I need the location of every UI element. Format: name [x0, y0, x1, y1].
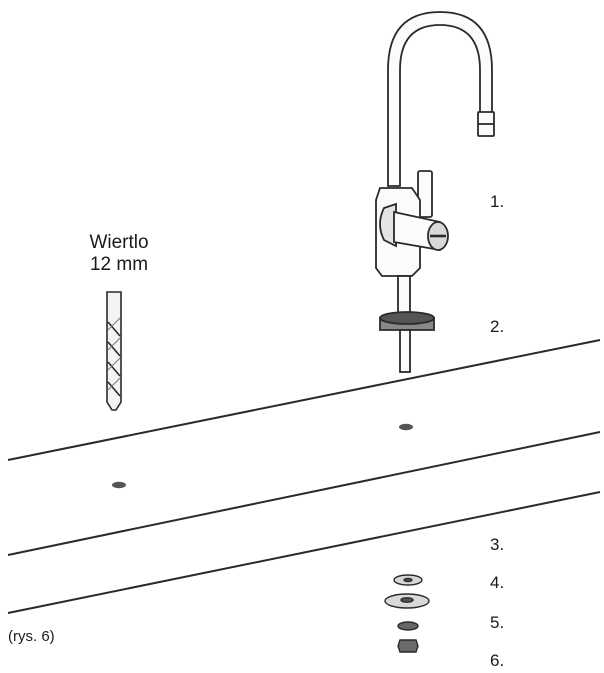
nut-icon — [397, 639, 419, 653]
drill-label-name: Wiertlo — [89, 232, 149, 253]
part-number-1: 1. — [490, 192, 505, 211]
countertop-front-edge — [7, 431, 601, 556]
part-number-5: 5. — [490, 613, 505, 632]
countertop-hole-left — [112, 481, 126, 489]
drill-label-size: 12 mm — [89, 254, 149, 275]
mounting-hardware — [384, 574, 430, 653]
countertop-hole-right — [399, 423, 413, 431]
part-number-6: 6. — [490, 651, 505, 670]
part-number-4: 4. — [490, 573, 505, 592]
drill-label: Wiertlo 12 mm — [64, 232, 174, 276]
countertop-top-edge — [7, 339, 601, 461]
spring-washer-icon — [397, 621, 419, 631]
figure-caption: (rys. 6) — [8, 628, 55, 645]
drill-bit-icon — [106, 291, 122, 411]
countertop — [7, 339, 601, 614]
part-number-3: 3. — [490, 535, 505, 554]
part-number-2: 2. — [490, 317, 505, 336]
countertop-bottom-edge — [7, 491, 601, 614]
faucet-icon — [375, 11, 495, 373]
